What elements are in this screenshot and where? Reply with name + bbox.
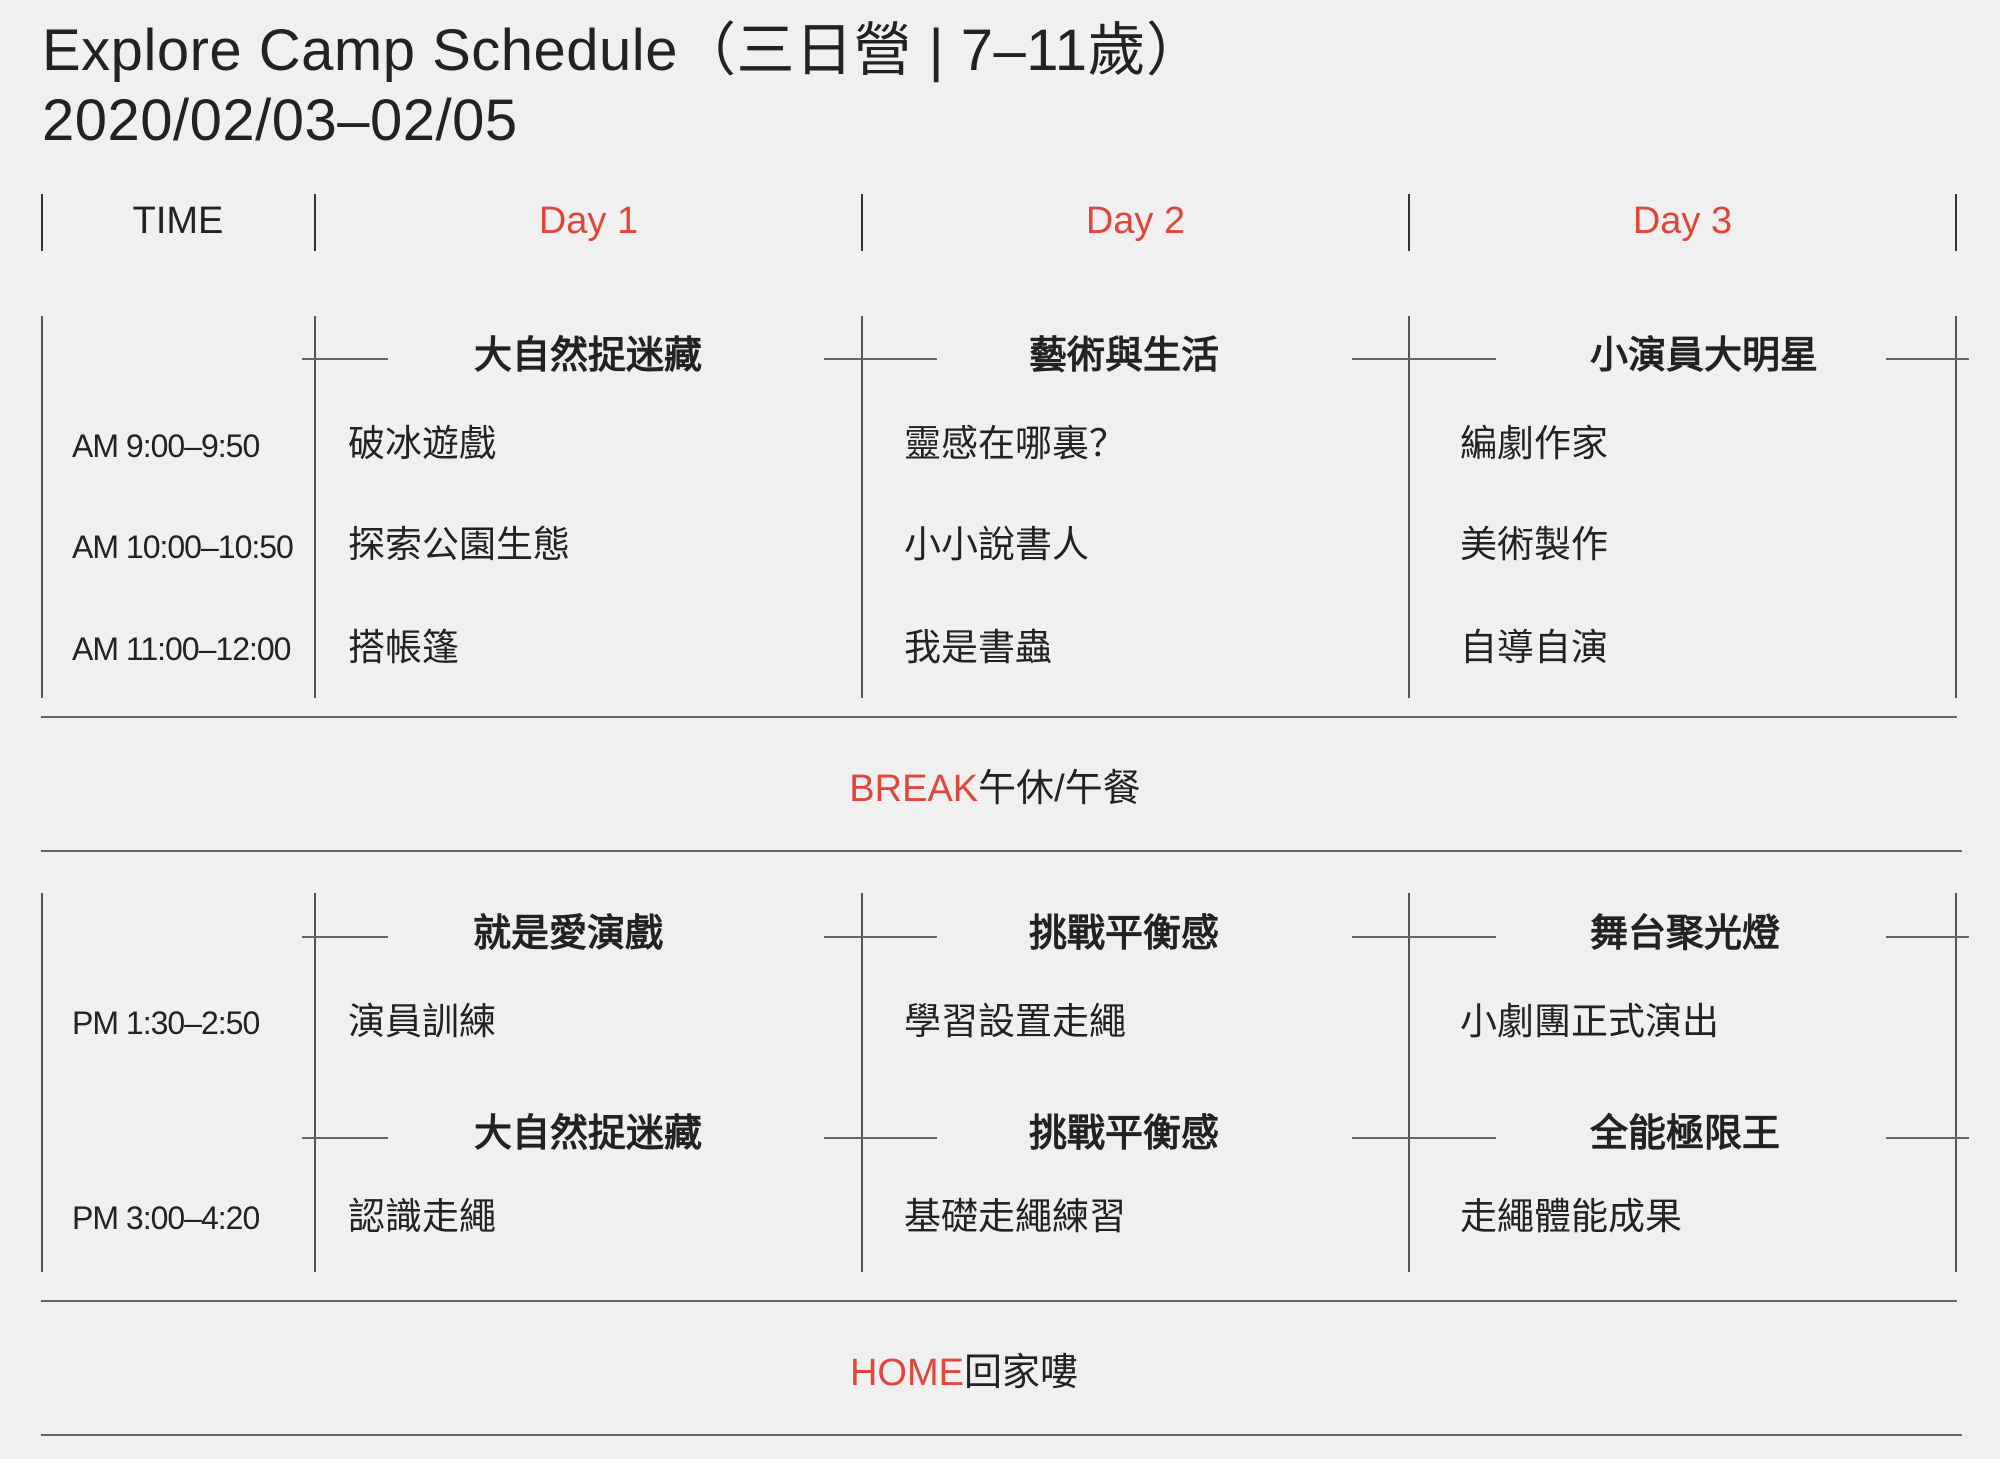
category-title: 挑戰平衡感 [1028,1113,1219,1155]
activity: 小劇團正式演出 [1460,1001,1719,1042]
home-zh: 回家嘍 [963,1352,1078,1394]
divider [1955,194,1957,251]
category-title: 大自然捉迷藏 [473,335,702,377]
tick [1886,936,1969,938]
page-title: Explore Camp Schedule（三日營 | 7–11歲） [42,18,1205,83]
category-title: 小演員大明星 [1589,335,1818,377]
activity: 自導自演 [1460,627,1608,668]
time-slot: AM 11:00–12:00 [72,631,291,667]
divider [1955,893,1957,1272]
tick [302,936,388,938]
time-slot: AM 10:00–10:50 [72,529,294,565]
tick [302,358,388,360]
separator [41,1434,1962,1436]
break-en: BREAK [849,768,979,810]
separator [41,1300,1957,1302]
divider [314,194,316,251]
separator [41,716,1957,718]
tick [1352,358,1496,360]
break-zh: 午休/午餐 [978,768,1141,810]
activity: 靈感在哪裏？ [904,423,1126,464]
activity: 探索公園生態 [348,524,570,565]
tick [824,1137,937,1139]
divider [314,316,316,698]
divider [861,194,863,251]
tick [302,1137,388,1139]
tick [824,936,937,938]
tick [1352,1137,1496,1139]
category-title: 就是愛演戲 [472,913,663,955]
divider [1408,893,1410,1272]
divider [41,194,43,251]
break-label: BREAK午休/午餐 [0,766,2000,812]
activity: 編劇作家 [1460,423,1608,464]
activity: 演員訓練 [348,1001,496,1042]
divider [1955,316,1957,698]
time-slot: PM 1:30–2:50 [72,1005,260,1041]
activity: 學習設置走繩 [904,1001,1126,1042]
activity: 美術製作 [1460,524,1608,565]
activity: 走繩體能成果 [1460,1196,1682,1237]
divider [861,316,863,698]
time-slot: AM 9:00–9:50 [72,428,260,464]
home-label: HOME回家嘍 [0,1350,2000,1396]
tick [824,358,937,360]
date-range: 2020/02/03–02/05 [42,88,518,153]
day-3-header: Day 3 [1632,200,1733,242]
divider [1408,194,1410,251]
divider [41,893,43,1272]
activity: 認識走繩 [348,1196,496,1237]
home-en: HOME [849,1352,964,1394]
category-title: 大自然捉迷藏 [473,1113,702,1155]
divider [861,893,863,1272]
day-1-header: Day 1 [538,200,639,242]
tick [1886,1137,1969,1139]
category-title: 全能極限王 [1589,1113,1780,1155]
divider [1408,316,1410,698]
activity: 小小說書人 [904,524,1089,565]
time-header: TIME [132,200,224,242]
activity: 搭帳篷 [348,627,459,668]
tick [1352,936,1496,938]
category-title: 藝術與生活 [1028,335,1219,377]
separator [41,850,1962,852]
activity: 我是書蟲 [904,627,1052,668]
activity: 基礎走繩練習 [904,1196,1126,1237]
time-slot: PM 3:00–4:20 [72,1200,260,1236]
day-2-header: Day 2 [1085,200,1186,242]
activity: 破冰遊戲 [348,423,496,464]
divider [314,893,316,1272]
tick [1886,358,1969,360]
category-title: 挑戰平衡感 [1028,913,1219,955]
divider [41,316,43,698]
category-title: 舞台聚光燈 [1589,913,1780,955]
